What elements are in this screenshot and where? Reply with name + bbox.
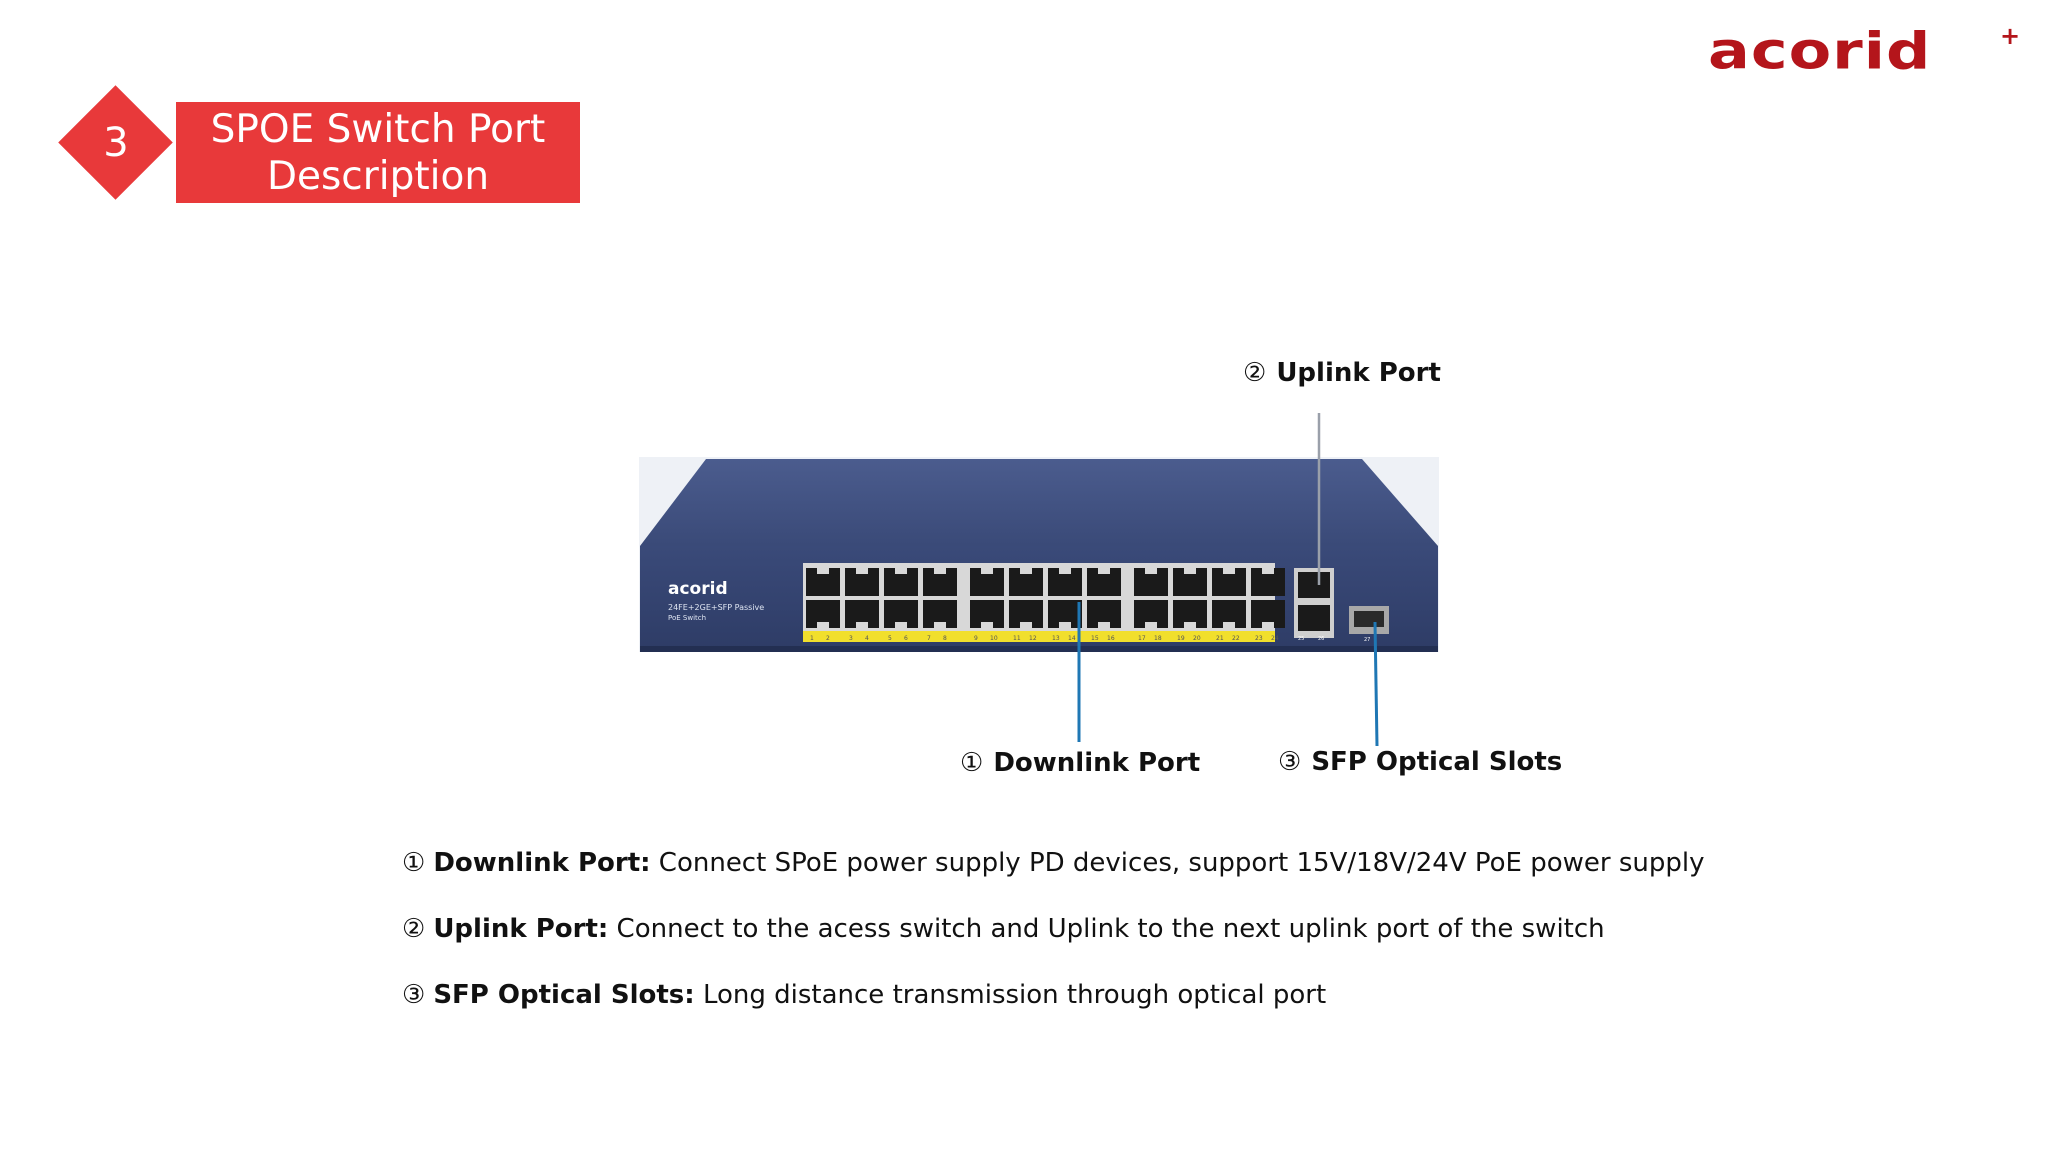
port-number-label: 17 [1138,635,1146,642]
section-title-line1: SPOE Switch Port [210,106,546,152]
port-number-label: 8 [943,635,947,642]
description-number: ① [402,848,426,878]
sfp-leader-line [1373,621,1379,747]
port-number-label: 16 [1107,635,1115,642]
port-number-label: 4 [865,635,869,642]
port-number-label: 13 [1052,635,1060,642]
uplink-callout: ② Uplink Port [1243,358,1441,388]
description-term: Downlink Port: [433,848,651,878]
uplink-port-label-26: 26 [1318,636,1324,642]
port-number-label: 14 [1068,635,1076,642]
port-label-strip [803,631,1275,642]
port-number-label: 9 [974,635,978,642]
switch-logo: acorid [668,579,728,599]
acorid-logo: acorid [1708,21,1932,81]
uplink-port-25 [1298,572,1330,598]
section-number: 3 [103,120,129,166]
port-number-label: 20 [1193,635,1201,642]
uplink-port-label-25: 25 [1298,636,1304,642]
port-number-label: 23 [1255,635,1263,642]
downlink-callout: ① Downlink Port [960,748,1200,778]
uplink-callout-label: Uplink Port [1276,358,1441,388]
port-number-label: 22 [1232,635,1240,642]
sfp-callout-number: ③ [1278,747,1302,777]
switch-model-line1: 24FE+2GE+SFP Passive [668,603,764,612]
description-number: ② [402,914,426,944]
section-title: SPOE Switch Port Description [176,102,580,203]
port-number-label: 19 [1177,635,1185,642]
port-number-label: 3 [849,635,853,642]
description-text: Long distance transmission through optic… [694,980,1327,1010]
port-number-label: 21 [1216,635,1224,642]
port-number-label: 6 [904,635,908,642]
sfp-callout: ③ SFP Optical Slots [1278,747,1562,777]
description-text: Connect SPoE power supply PD devices, su… [650,848,1705,878]
port-number-label: 10 [990,635,998,642]
port-number-label: 24 [1271,635,1279,642]
description-text: Connect to the acess switch and Uplink t… [608,914,1605,944]
sfp-slot-label: 27 [1364,637,1370,643]
port-number-label: 5 [888,635,892,642]
downlink-callout-number: ① [960,748,984,778]
uplink-callout-number: ② [1243,358,1267,388]
sfp-callout-label: SFP Optical Slots [1311,747,1563,777]
port-number-label: 18 [1154,635,1162,642]
port-number-label: 15 [1091,635,1099,642]
section-title-line2: Description [266,153,490,199]
port-number-label: 7 [927,635,931,642]
description-number: ③ [402,980,426,1010]
port-number-label: 11 [1013,635,1021,642]
port-number-label: 12 [1029,635,1037,642]
uplink-port-26 [1298,605,1330,631]
port-number-label: 2 [826,635,830,642]
description-term: SFP Optical Slots: [433,980,695,1010]
port-number-label: 1 [810,635,814,642]
switch-model-line2: PoE Switch [668,614,706,622]
description-term: Uplink Port: [433,914,609,944]
downlink-callout-label: Downlink Port [993,748,1201,778]
switch-top-face [640,459,1438,546]
logo-plus-icon: + [2000,22,2021,50]
